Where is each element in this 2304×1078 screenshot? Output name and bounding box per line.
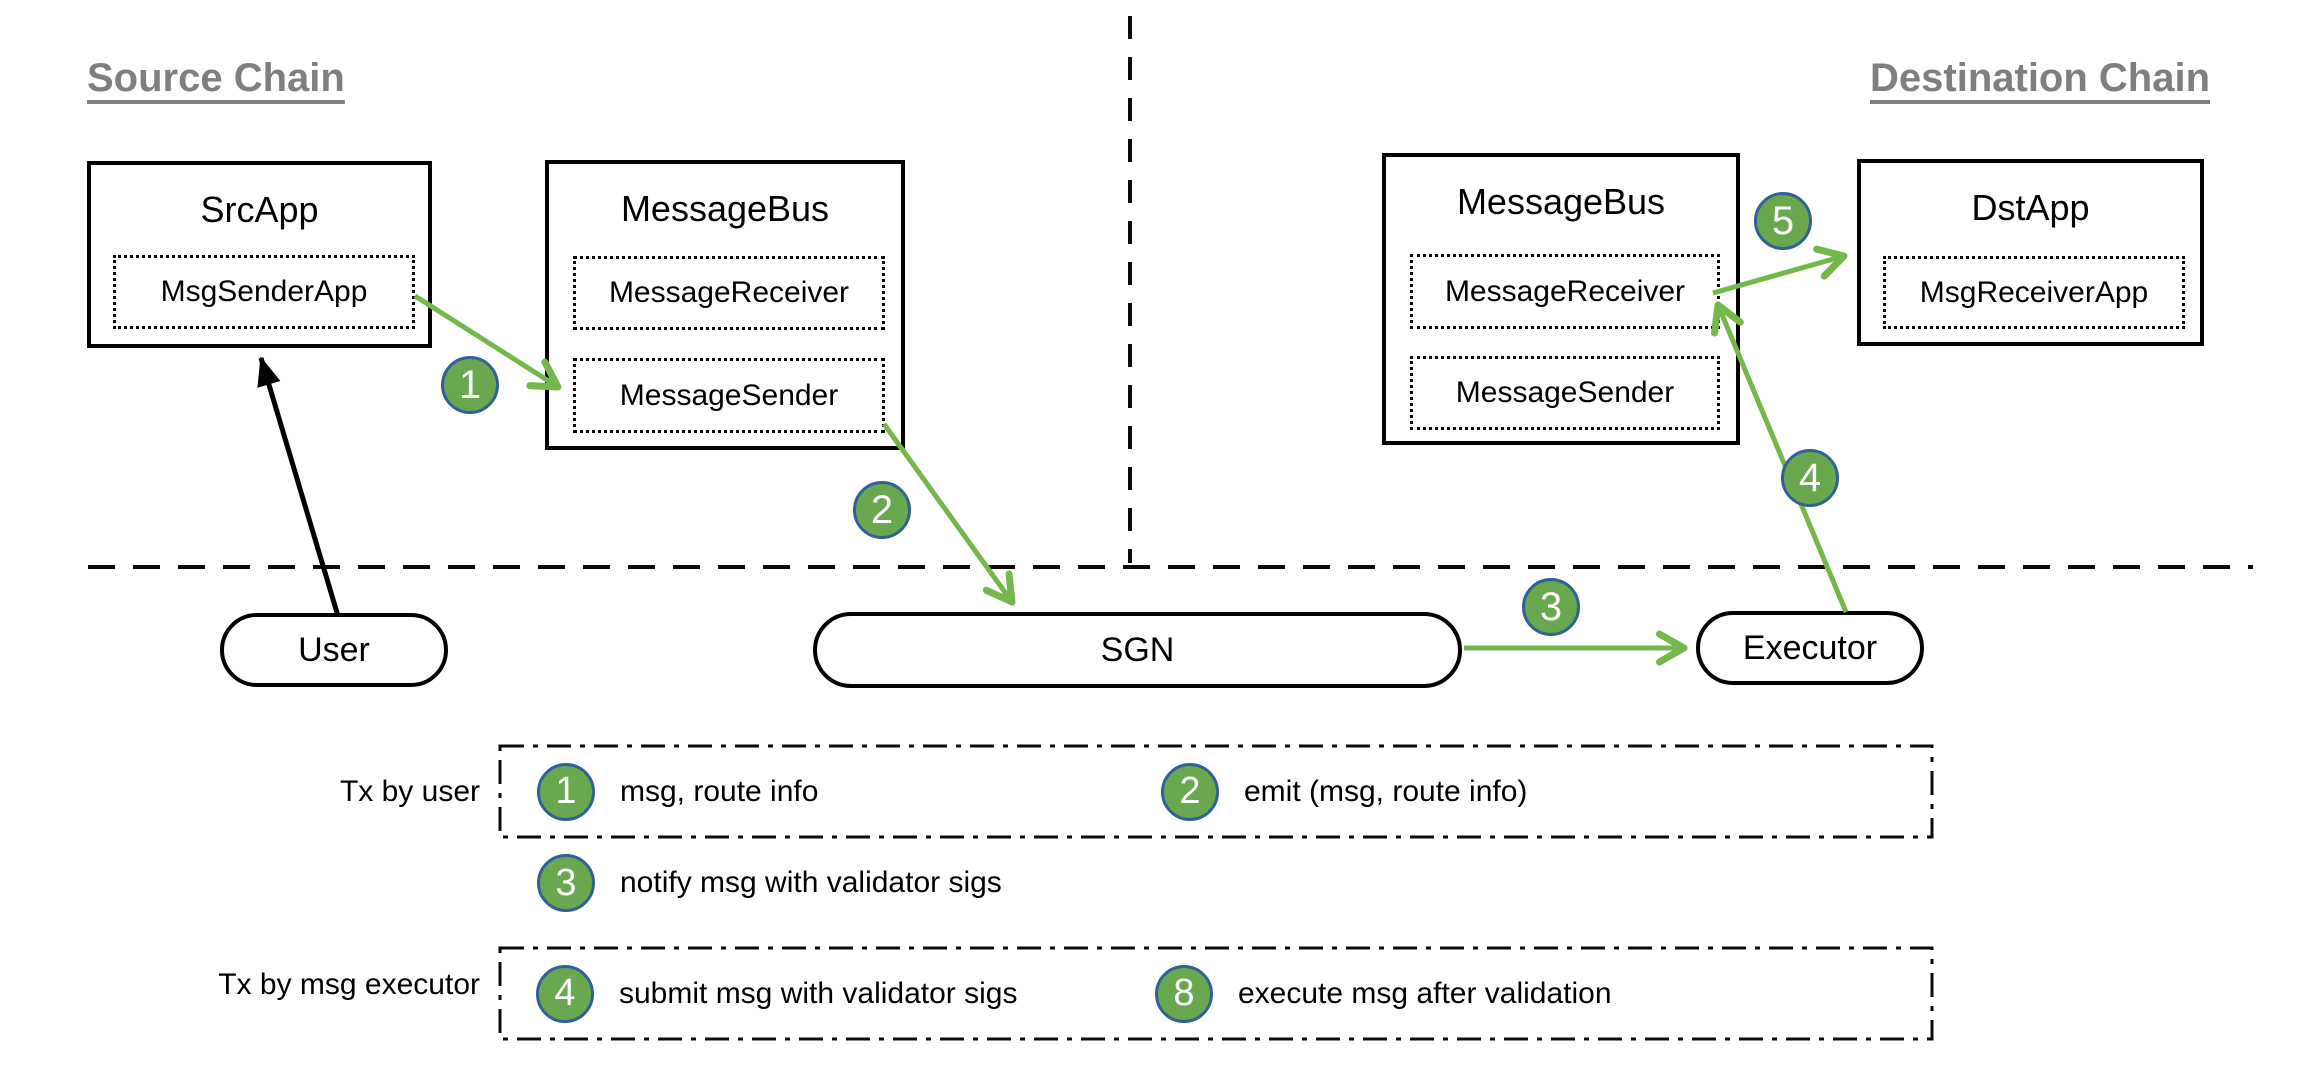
legend-item-1: 1 msg, route info xyxy=(537,762,819,821)
legend-box2-dashdot-border xyxy=(498,946,1934,1041)
legend-text-4: submit msg with validator sigs xyxy=(619,976,1018,1010)
legend-text-1: msg, route info xyxy=(620,774,819,808)
legend-row1-label: Tx by user xyxy=(339,775,480,808)
dst-message-sender-box: MessageSender xyxy=(1410,356,1720,430)
step-badge-2: 2 xyxy=(853,481,911,539)
legend-text-3: notify msg with validator sigs xyxy=(620,866,1002,899)
sgn-pill: SGN xyxy=(813,612,1462,688)
msg-sender-app-box: MsgSenderApp xyxy=(113,255,415,329)
msg-receiver-app-box: MsgReceiverApp xyxy=(1883,256,2185,329)
src-app-title: SrcApp xyxy=(200,189,319,230)
src-message-bus-box: MessageBus MessageReceiver MessageSender xyxy=(545,160,905,450)
legend-item-2: 2 emit (msg, route info) xyxy=(1161,762,1528,821)
src-message-receiver-box: MessageReceiver xyxy=(573,256,885,330)
step1-arrow-msgsenderapp-to-messagesender xyxy=(413,293,562,391)
source-chain-heading: Source Chain xyxy=(87,56,345,100)
legend-text-8: execute msg after validation xyxy=(1238,976,1612,1010)
legend-item-4: 4 submit msg with validator sigs xyxy=(536,964,1018,1023)
legend-text-2: emit (msg, route info) xyxy=(1244,774,1528,808)
legend-box-tx-by-user: 1 msg, route info 2 emit (msg, route inf… xyxy=(498,744,1934,839)
step4-arrow-executor-to-messagereceiver xyxy=(1711,301,1849,613)
destination-chain-heading: Destination Chain xyxy=(1870,56,2211,100)
legend-box-tx-by-executor: 4 submit msg with validator sigs 8 execu… xyxy=(498,946,1934,1041)
legend-badge-1: 1 xyxy=(537,762,595,821)
dst-message-bus-box: MessageBus MessageReceiver MessageSender xyxy=(1382,153,1740,445)
dst-app-box: DstApp MsgReceiverApp xyxy=(1857,159,2204,346)
step-badge-3: 3 xyxy=(1522,578,1580,636)
dst-message-receiver-box: MessageReceiver xyxy=(1410,254,1720,329)
legend-badge-8: 8 xyxy=(1155,964,1213,1023)
step5-arrow-messagereceiver-to-dstapp xyxy=(1712,245,1848,296)
src-message-sender-box: MessageSender xyxy=(573,358,885,433)
user-to-srcapp-arrow xyxy=(257,356,341,617)
step-badge-5: 5 xyxy=(1754,192,1812,250)
legend-badge-3: 3 xyxy=(537,854,595,912)
dst-message-bus-title: MessageBus xyxy=(1456,181,1666,222)
legend-box1-dashdot-border xyxy=(498,744,1934,839)
src-message-bus-title: MessageBus xyxy=(620,188,830,229)
legend-badge-4: 4 xyxy=(536,964,594,1023)
legend-badge-2: 2 xyxy=(1161,762,1219,821)
src-app-box: SrcApp MsgSenderApp xyxy=(87,161,432,348)
legend-item-3: 3 notify msg with validator sigs xyxy=(537,854,1002,912)
step-badge-1: 1 xyxy=(441,356,499,414)
step2-arrow-messagesender-to-sgn xyxy=(881,422,1016,606)
user-pill: User xyxy=(220,613,448,687)
dst-app-title: DstApp xyxy=(1971,187,2090,228)
executor-pill: Executor xyxy=(1696,611,1924,685)
step-badge-4: 4 xyxy=(1781,449,1839,507)
legend-row2-label: Tx by msg executor xyxy=(218,968,480,1001)
legend-item-8: 8 execute msg after validation xyxy=(1155,964,1612,1023)
